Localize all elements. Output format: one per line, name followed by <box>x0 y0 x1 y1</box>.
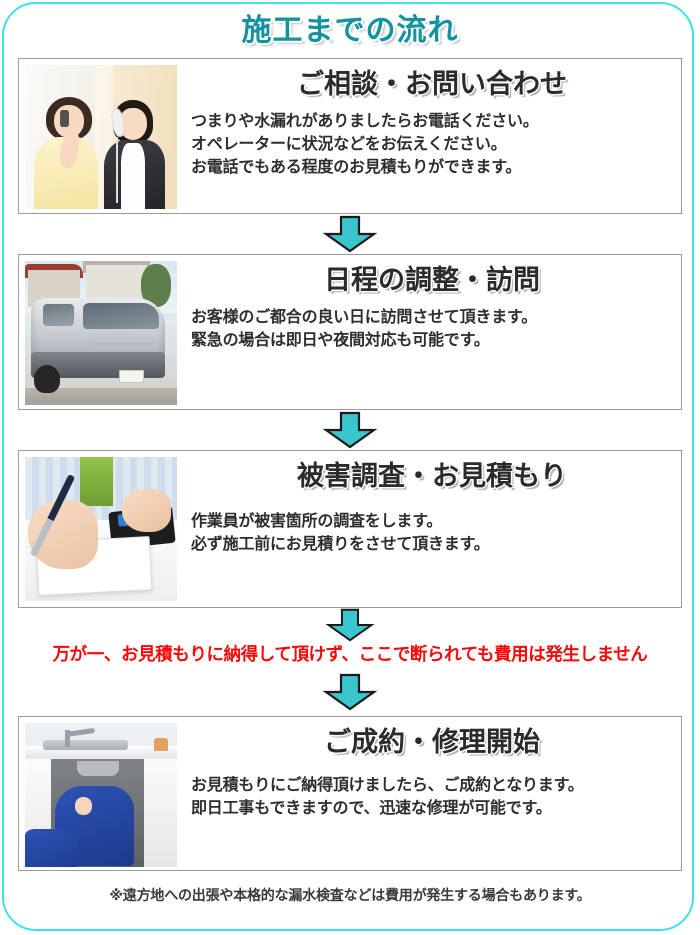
step-body-1: つまりや水漏れがありましたらお電話ください。 オペレーターに状況などをお伝えくだ… <box>191 110 673 180</box>
step-body-3: 作業員が被害箇所の調査をします。 必ず施工前にお見積りをさせて頂きます。 <box>191 510 673 556</box>
step-box-3: 被害調査・お見積もり 作業員が被害箇所の調査をします。 必ず施工前にお見積りをさ… <box>18 450 682 608</box>
photo-consultation <box>25 65 177 209</box>
step-body-line: 作業員が被害箇所の調査をします。 <box>191 513 443 531</box>
step-body-line: つまりや水漏れがありましたらお電話ください。 <box>191 113 539 131</box>
step-body-4: お見積もりにご納得頂けましたら、ご成約となります。 即日工事もできますので、迅速… <box>191 774 673 820</box>
arrow-row-3 <box>18 608 682 642</box>
step-text-2: 日程の調整・訪問 お客様のご都合の良い日に訪問させて頂きます。 緊急の場合は即日… <box>177 255 681 358</box>
arrow-down-icon <box>322 673 378 710</box>
step-text-4: ご成約・修理開始 お見積もりにご納得頂けましたら、ご成約となります。 即日工事も… <box>177 717 681 826</box>
step-body-line: 緊急の場合は即日や夜間対応も可能です。 <box>191 332 490 350</box>
photo-plumber-under-sink <box>25 722 177 867</box>
footnote-text: ※遠方地への出張や本格的な漏水検査などは費用が発生する場合もあります。 <box>109 886 591 903</box>
arrow-row-1 <box>18 214 682 254</box>
step-body-2: お客様のご都合の良い日に訪問させて頂きます。 緊急の場合は即日や夜間対応も可能で… <box>191 306 673 352</box>
step-text-3: 被害調査・お見積もり 作業員が被害箇所の調査をします。 必ず施工前にお見積りをさ… <box>177 451 681 562</box>
arrow-row-4 <box>18 668 682 716</box>
no-charge-notice: 万が一、お見積もりに納得して頂けず、ここで断られても費用は発生しません <box>52 644 648 664</box>
step-heading-1: ご相談・お問い合わせ <box>297 69 567 99</box>
step-text-1: ご相談・お問い合わせ つまりや水漏れがありましたらお電話ください。 オペレーター… <box>177 59 681 186</box>
step-body-line: 必ず施工前にお見積りをさせて頂きます。 <box>191 536 490 554</box>
step-body-line: お見積もりにご納得頂けましたら、ご成約となります。 <box>191 776 584 794</box>
step-box-1: ご相談・お問い合わせ つまりや水漏れがありましたらお電話ください。 オペレーター… <box>18 58 682 214</box>
step-body-line: オペレーターに状況などをお伝えください。 <box>191 136 507 154</box>
arrow-down-icon <box>322 411 378 449</box>
step-heading-4: ご成約・修理開始 <box>324 726 540 757</box>
step-heading-2: 日程の調整・訪問 <box>324 265 540 295</box>
arrow-down-icon <box>322 215 378 253</box>
page-title: 施工までの流れ <box>241 14 459 47</box>
step-box-4: ご成約・修理開始 お見積もりにご納得頂けましたら、ご成約となります。 即日工事も… <box>18 715 682 871</box>
arrow-row-2 <box>18 410 682 450</box>
photo-service-van <box>25 261 177 405</box>
step-box-2: 日程の調整・訪問 お客様のご都合の良い日に訪問させて頂きます。 緊急の場合は即日… <box>18 254 682 410</box>
step-heading-3: 被害調査・お見積もり <box>297 461 567 491</box>
arrow-down-icon <box>325 608 375 642</box>
photo-estimate-writing <box>25 457 177 601</box>
step-body-line: お客様のご都合の良い日に訪問させて頂きます。 <box>191 309 538 327</box>
step-body-line: お電話でもある程度のお見積もりができます。 <box>191 159 522 177</box>
step-body-line: 即日工事もできますので、迅速な修理が可能です。 <box>191 799 552 817</box>
